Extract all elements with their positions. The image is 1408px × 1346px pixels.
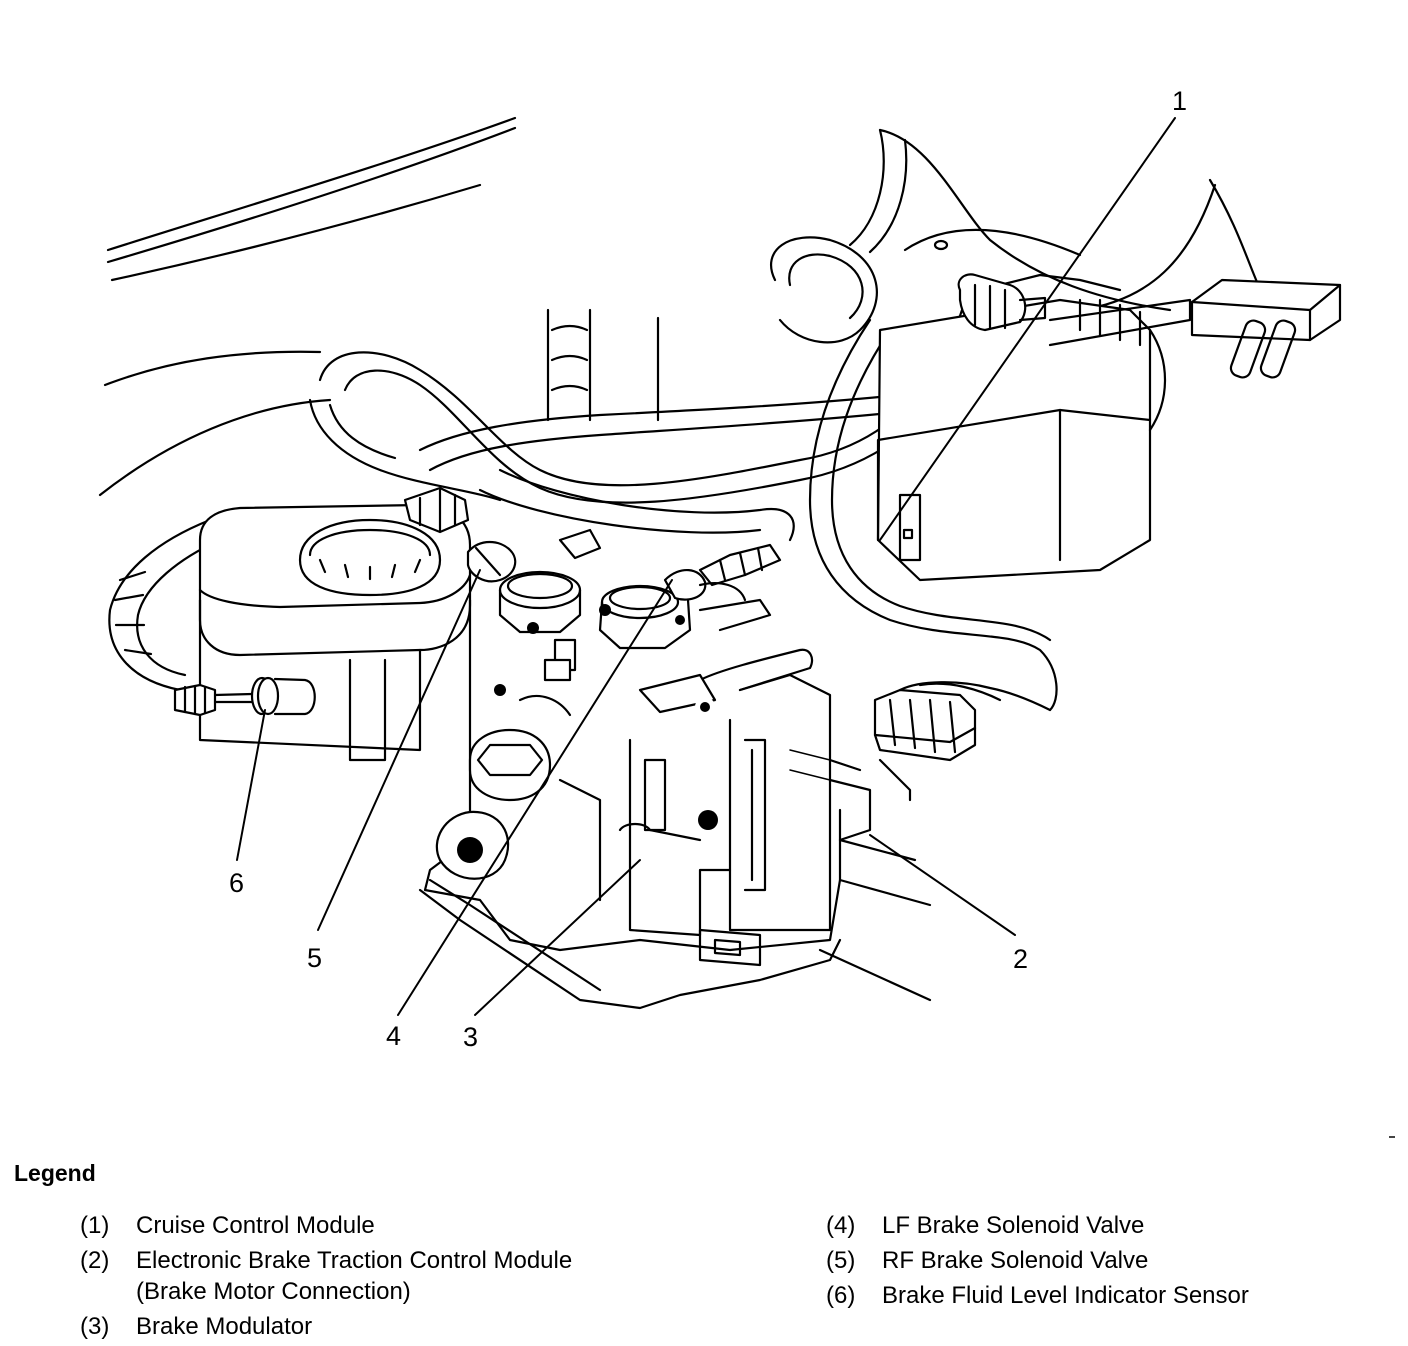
valve-connectors [403,486,814,717]
brake-modulator [418,598,842,1010]
legend-item-label-line2: (Brake Motor Connection) [136,1278,411,1305]
legend-item-label: LF Brake Solenoid Valve [882,1212,1145,1239]
legend-item: (3) Brake Modulator [80,1309,572,1344]
legend-item: (1) Cruise Control Module [80,1208,572,1243]
legend-item-label: Brake Modulator [136,1313,313,1340]
legend-title: Legend [14,1160,96,1186]
legend-item-number: (5) [826,1247,856,1274]
legend-item-label: Brake Fluid Level Indicator Sensor [882,1282,1249,1309]
fluid-level-sensor [173,676,316,717]
legend-item-number: (1) [80,1212,110,1239]
legend-item-label: RF Brake Solenoid Valve [882,1247,1149,1274]
callout-6: 6 [229,868,244,898]
legend-column-left: (1) Cruise Control Module (2) Electronic… [80,1208,572,1344]
legend-item-number: (3) [80,1313,110,1340]
legend-item: (2) Electronic Brake Traction Control Mo… [80,1243,572,1278]
motor-pack [618,673,932,1002]
legend-column-right: (4) LF Brake Solenoid Valve (5) RF Brake… [826,1208,1249,1313]
hood-edge-lines [106,116,517,282]
legend-item-number: (2) [80,1247,110,1274]
callout-1: 1 [1172,86,1187,116]
vertical-hoses [546,308,660,422]
right-harness-connector [1190,278,1342,379]
legend-item: (4) LF Brake Solenoid Valve [826,1208,1249,1243]
legend-item-label: Electronic Brake Traction Control Module [136,1247,573,1274]
legend-item-label: Cruise Control Module [136,1212,375,1239]
solenoid-valve-tops [498,570,692,650]
leader-lines [236,117,1176,1016]
callout-5: 5 [307,943,322,973]
engine-compartment-diagram: 1 2 3 4 5 6 [98,86,1342,1052]
legend-item-number: (4) [826,1212,856,1239]
cruise-control-module [876,273,1192,582]
legend-item-number: (6) [826,1282,856,1309]
callout-2: 2 [1013,944,1028,974]
motor-connector [873,681,1052,802]
legend-item: (6) Brake Fluid Level Indicator Sensor [826,1278,1249,1313]
legend-item: (5) RF Brake Solenoid Valve [826,1243,1249,1278]
edge-mark [1389,1136,1395,1138]
callout-3: 3 [463,1022,478,1052]
upper-connector [957,273,1047,332]
legend-item-continuation: (Brake Motor Connection) [80,1274,572,1309]
callout-4: 4 [386,1021,401,1051]
brake-fluid-reservoir [198,503,472,762]
